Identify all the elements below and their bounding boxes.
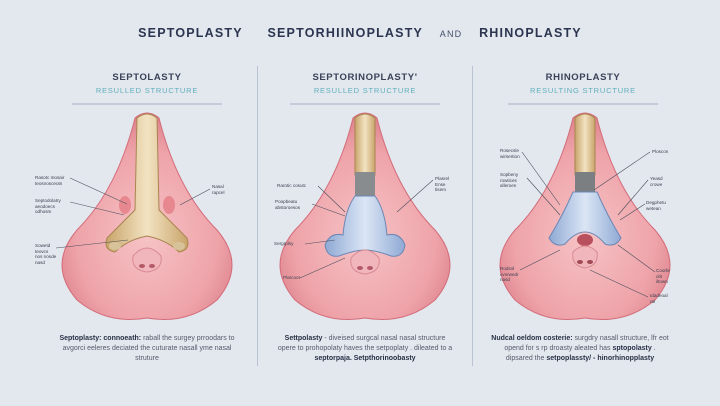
divider: [472, 66, 473, 366]
annotation-label: Poopbeatu abstoroesos: [275, 199, 301, 210]
divider: [257, 66, 258, 366]
subheading: RESULLED STRUCTURE: [313, 86, 417, 95]
annotation-label: Coorbr olit iltown: [656, 268, 671, 285]
annotation-label: Yeasd crowe: [650, 176, 663, 187]
caption-term: septorpaja. Setpthorinoobasty: [314, 355, 416, 362]
annotation-label: Sopbeny rowtices alleroen: [500, 172, 519, 189]
panel-heading-rhinoplasty: RHINOPLASTY RESULTING STRUCTURE: [483, 72, 683, 105]
title-septoplasty: SEPTOPLASTY: [138, 26, 243, 40]
heading-rule: [72, 103, 222, 105]
subheading: RESULTING STRUCTURE: [530, 86, 636, 95]
heading: SEPTORINOPLASTY': [312, 72, 418, 83]
annotation-label: Rarotic cosutc: [277, 183, 307, 188]
caption-septorhinoplasty: Settpolasty - diveised surgcal nasal nas…: [275, 334, 455, 364]
septorhinoplasty-nose: [279, 112, 451, 321]
caption-text: - diveised surgcal nasal nasal structure…: [277, 335, 453, 352]
caption-term: Nudcal oeldom costerie:: [491, 335, 573, 342]
caption-text: raball the surgey prroodars to avgorci e…: [62, 335, 235, 362]
caption-septoplasty: Septoplasty: connoeath: raball the surge…: [57, 334, 237, 364]
heading-rule: [290, 103, 440, 105]
panel-heading-septoplasty: SEPTOLASTY RESULLED STRUCTURE: [47, 72, 247, 105]
annotation-label: Degphetu wetean: [646, 200, 666, 211]
annotation-label: Sergrplsy: [274, 241, 294, 246]
heading-rule: [508, 103, 658, 105]
annotation-label: Plasrel Ense tisem: [435, 176, 450, 193]
caption-term: setpoplassty/ - hinorhinopplasty: [546, 355, 655, 362]
title-septorhinoplasty: SEPTORHIINOPLASTY: [267, 26, 424, 40]
caption-text: surgdry nasall structure, lfr eot opend …: [504, 335, 669, 352]
annotation-label: Idadeoal ral: [650, 293, 668, 304]
title-and: AND: [439, 29, 463, 39]
rhinoplasty-nose: [499, 112, 671, 321]
subheading: RESULLED STRUCTURE: [95, 86, 199, 95]
caption-rhinoplasty: Nudcal oeldom costerie: surgdry nasall s…: [490, 334, 670, 364]
page-title: SEPTOPLASTY SEPTORHIINOPLASTY AND RHINOP…: [0, 26, 720, 40]
annotation-label: Sowetd teovcs nos nosde nasd: [35, 243, 57, 265]
caption-term: sptopolasty: [612, 345, 652, 352]
annotation-label: Rasotc mosair teosnosceotn: [35, 175, 65, 186]
title-rhinoplasty: RHINOPLASTY: [479, 26, 582, 40]
septoplasty-nose: [61, 112, 233, 321]
annotation-label: Ploscon: [652, 149, 669, 154]
panel-heading-septorhinoplasty: SEPTORINOPLASTY' RESULLED STRUCTURE: [265, 72, 465, 105]
caption-term: Settpolasty: [284, 335, 323, 342]
heading: RHINOPLASTY: [545, 72, 621, 83]
annotation-label: Septodolatry aeodoecs odhosm: [35, 198, 61, 215]
annotation-label: Plarcoot: [283, 275, 300, 280]
annotation-label: Nasal rapcel: [212, 184, 225, 195]
annotation-label: Rosecsle wirsertion: [500, 148, 520, 159]
heading: SEPTOLASTY: [112, 72, 182, 83]
annotation-label: Rodsol cvnrwedr nasd: [500, 266, 519, 283]
leader-lines: [55, 151, 656, 298]
caption-term: Septoplasty: connoeath:: [59, 335, 142, 342]
caption-text: . dipsared the: [505, 345, 656, 362]
